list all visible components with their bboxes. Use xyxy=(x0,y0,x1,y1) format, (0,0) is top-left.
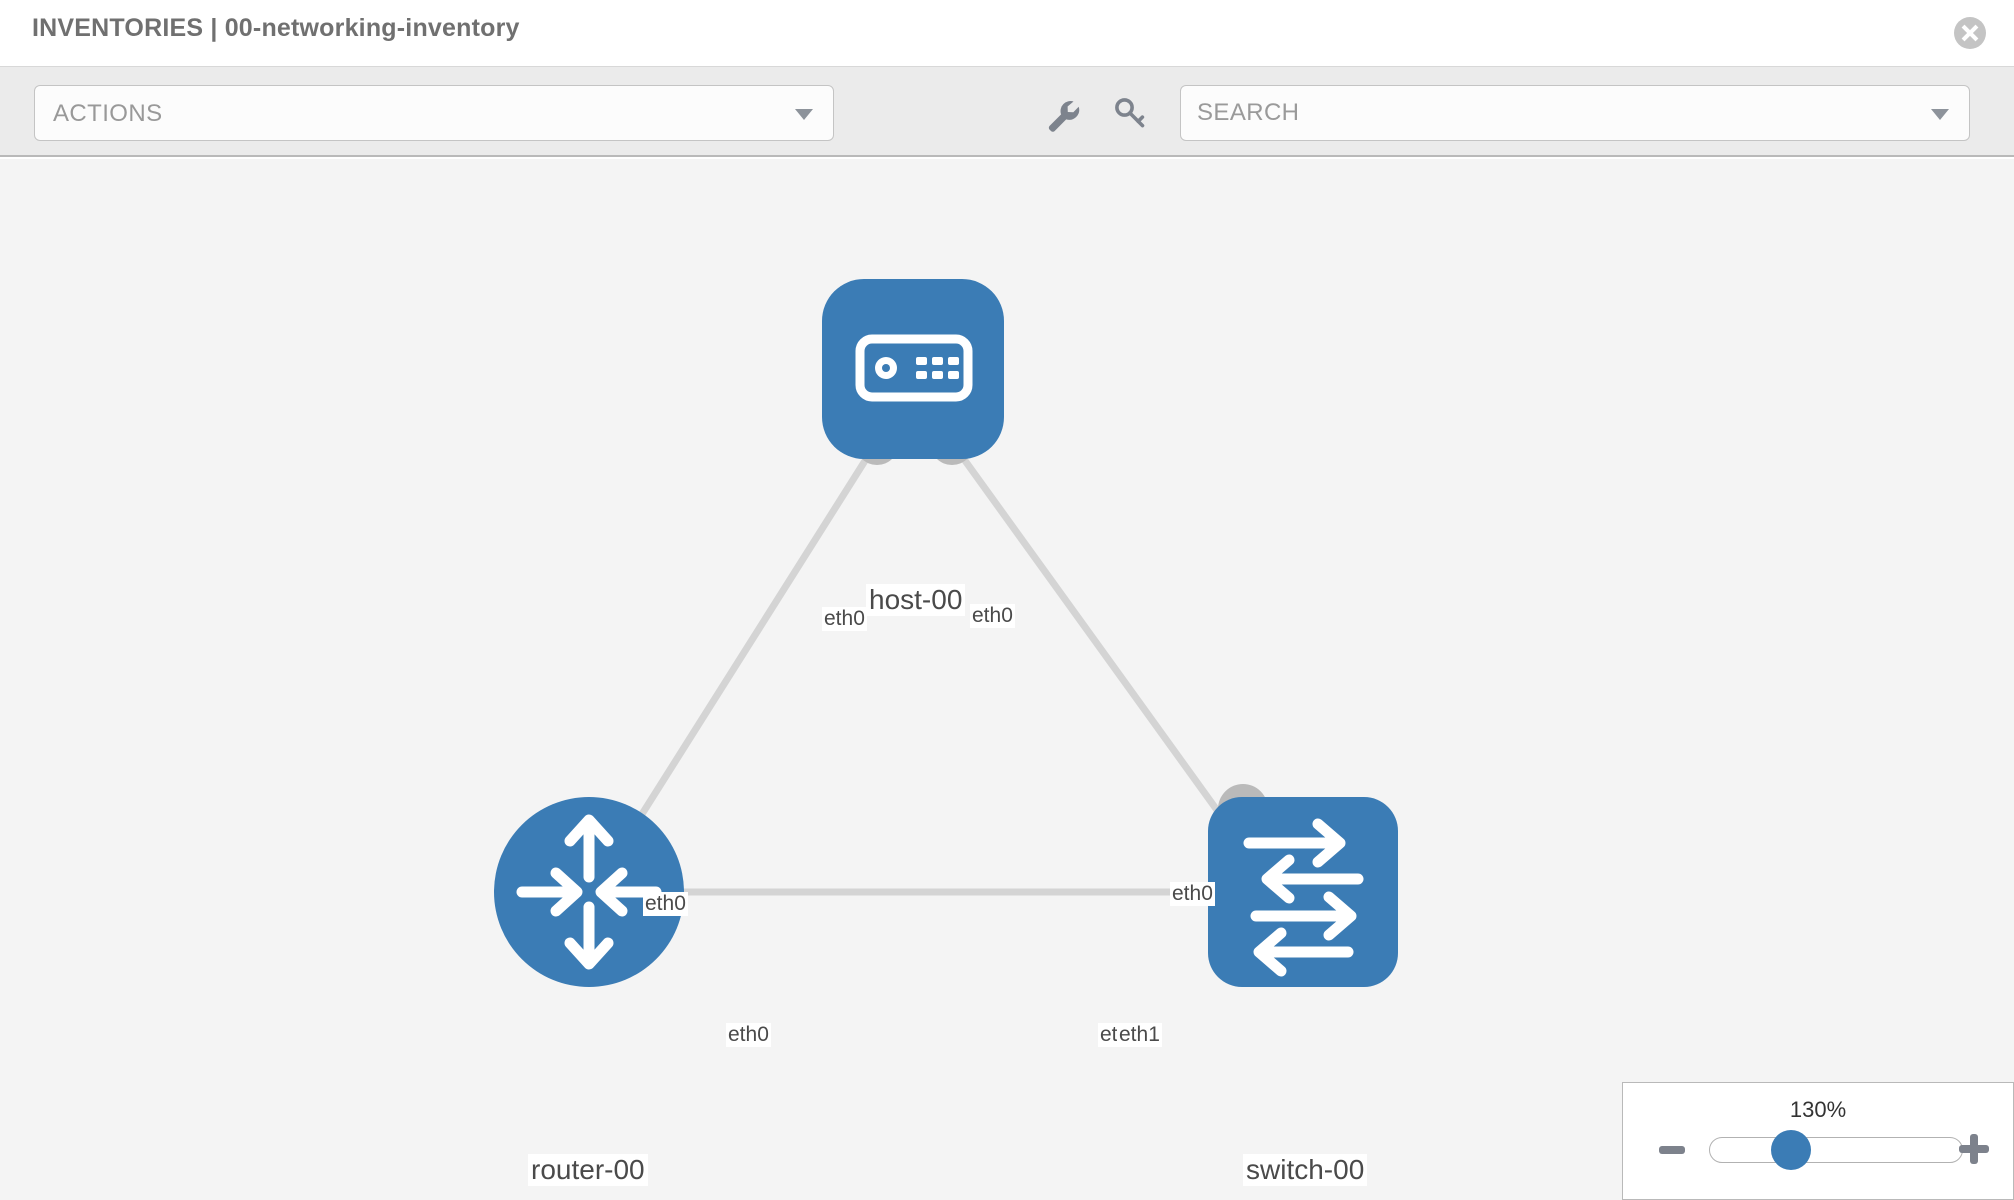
host-server-icon-details xyxy=(875,357,959,379)
topology-edges xyxy=(617,434,1248,896)
iface-label: eth0 xyxy=(970,604,1015,628)
close-icon[interactable] xyxy=(1954,17,1986,49)
node-label-host: host-00 xyxy=(866,584,966,616)
zoom-level-value: 130% xyxy=(1789,1097,1847,1122)
actions-dropdown-label: ACTIONS xyxy=(53,100,163,127)
edge-host-switch xyxy=(945,434,1248,852)
zoom-slider-thumb[interactable] xyxy=(1771,1130,1811,1170)
key-icon[interactable] xyxy=(1108,92,1152,136)
plus-icon[interactable] xyxy=(1959,1133,1989,1165)
page-header: INVENTORIES | 00-networking-inventory xyxy=(0,0,2014,67)
iface-label: eth0 xyxy=(643,892,688,916)
iface-label: eth0 xyxy=(726,1023,771,1047)
node-host-00 xyxy=(822,279,1004,459)
topology-connectors xyxy=(624,421,1270,914)
chevron-down-icon xyxy=(795,109,813,120)
zoom-control-panel: 130% xyxy=(1622,1082,2014,1200)
topology-canvas[interactable]: eth0 host-00 eth0 eth0 eth0 eth0 eth0 et… xyxy=(0,159,2014,1200)
minus-icon[interactable] xyxy=(1659,1146,1685,1154)
iface-label: eth0 xyxy=(1170,882,1215,906)
chevron-down-icon[interactable] xyxy=(1931,109,1949,120)
host-server-icon xyxy=(855,334,973,402)
node-switch-00 xyxy=(1208,797,1398,987)
switch-arrows-icon xyxy=(1243,818,1364,977)
search-field[interactable] xyxy=(1180,85,1970,141)
wrench-icon[interactable] xyxy=(1040,92,1084,136)
iface-label: eth0 xyxy=(822,607,867,631)
node-label-switch: switch-00 xyxy=(1243,1154,1368,1186)
node-label-router: router-00 xyxy=(528,1154,648,1186)
edge-host-router xyxy=(617,435,883,851)
page-title: INVENTORIES | 00-networking-inventory xyxy=(32,14,520,42)
zoom-slider-track[interactable] xyxy=(1709,1137,1963,1163)
search-input[interactable] xyxy=(1197,86,1897,140)
iface-label: eth1 xyxy=(1117,1023,1162,1047)
actions-dropdown[interactable]: ACTIONS xyxy=(34,85,834,141)
